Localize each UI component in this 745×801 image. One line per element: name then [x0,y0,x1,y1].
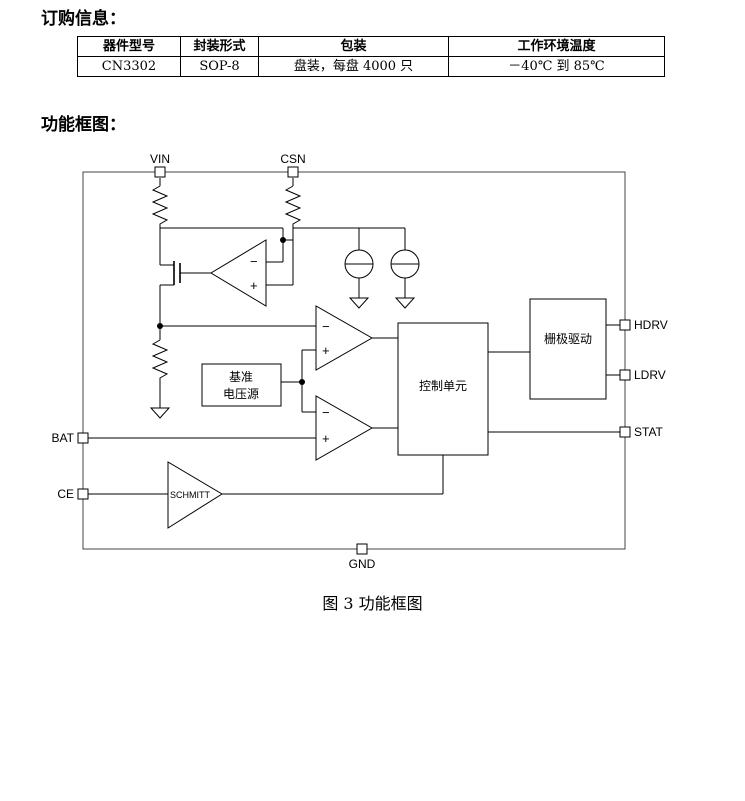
pin-csn-label: CSN [280,152,305,166]
pin-bat-label: BAT [52,431,75,445]
amp-plus-sign: + [250,278,258,293]
cell-packing: 盘装，每盘 4000 只 [258,56,449,77]
diagram-wiring [82,171,626,550]
pin-gnd-label: GND [349,557,376,571]
cell-temperature: －40℃ 到 85℃ [448,56,665,77]
pin-ldrv-square [619,369,631,381]
control-unit-label: 控制单元 [419,379,467,393]
comp2-plus-sign: + [322,431,330,446]
junction-dot [280,237,286,243]
ordering-table-header-row: 器件型号 封装形式 包装 工作环境温度 [77,36,665,57]
pin-vin-label: VIN [150,152,170,166]
junction-dot [299,379,305,385]
pin-csn-square [287,166,299,178]
amp-minus-sign: − [250,254,258,269]
pin-hdrv-square [619,319,631,331]
pin-gnd-square [356,543,368,555]
pin-ce-label: CE [57,487,74,501]
table-row: CN3302 SOP-8 盘装，每盘 4000 只 －40℃ 到 85℃ [77,56,665,77]
pin-vin-square [154,166,166,178]
vin-sense-resistor [151,185,169,228]
reference-label-line2: 电压源 [223,387,259,401]
comparator-upper [315,305,374,371]
reference-label-line1: 基准 [229,370,253,384]
pin-stat-square [619,426,631,438]
pin-bat-square [77,432,89,444]
schmitt-trigger [167,461,223,529]
junction-dot [157,323,163,329]
figure-caption: 图 3 功能框图 [322,594,423,613]
schmitt-label: SCHMITT [170,490,210,500]
feedback-amplifier [210,239,267,307]
comp1-minus-sign: − [322,319,330,334]
cell-part-number: CN3302 [77,56,181,77]
divider-resistor [151,339,169,408]
pin-stat-label: STAT [634,425,664,439]
cell-package: SOP-8 [180,56,259,77]
gate-driver-label: 栅极驱动 [544,331,592,346]
ordering-info-heading: 订购信息： [41,9,126,29]
comparator-lower [315,395,374,461]
gate-driver-block [529,298,607,400]
pin-hdrv-label: HDRV [634,318,668,332]
reference-voltage-block [201,363,282,407]
chip-outline [82,171,626,550]
pin-ldrv-label: LDRV [634,368,666,382]
comp1-plus-sign: + [322,343,330,358]
col-header-package: 封装形式 [180,36,259,57]
comp2-minus-sign: − [322,405,330,420]
csn-sense-resistor [284,185,302,240]
pin-ce-square [77,488,89,500]
ordering-table: 器件型号 封装形式 包装 工作环境温度 CN3302 SOP-8 盘装，每盘 4… [77,36,665,77]
block-diagram-heading: 功能框图： [41,115,126,135]
